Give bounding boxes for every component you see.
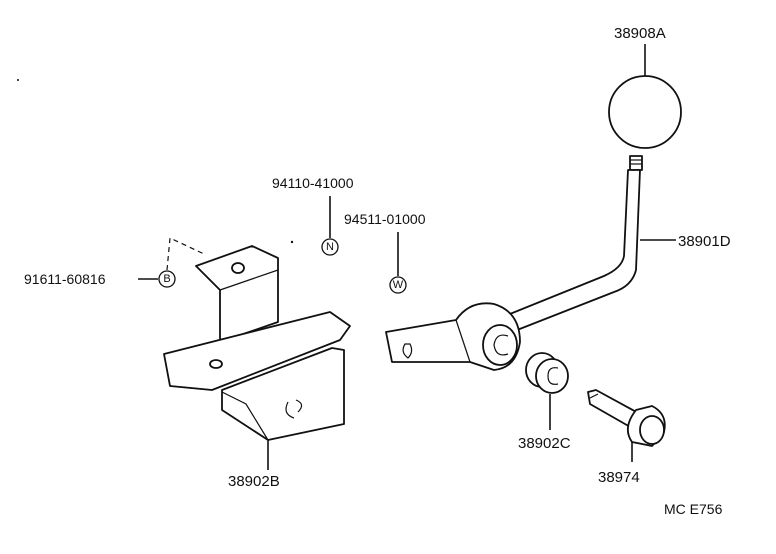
bolt-badge: B	[158, 270, 176, 288]
shift-lever	[385, 155, 643, 371]
label-bolt: 38974	[598, 469, 640, 486]
label-washer-part: 94511-01000	[344, 211, 426, 227]
dashed-indicator	[166, 237, 205, 271]
washer-badge: W	[389, 276, 407, 294]
speck	[17, 79, 19, 81]
label-bracket: 38902B	[228, 473, 280, 490]
nut-badge-letter: N	[326, 241, 334, 253]
washer-badge-letter: W	[393, 279, 404, 291]
bracket	[163, 245, 351, 441]
drawing-code: MC E756	[664, 501, 723, 517]
bolt-badge-letter: B	[163, 273, 170, 285]
nut-badge: N	[321, 238, 339, 256]
shoulder-bolt	[587, 389, 666, 447]
label-knob: 38908A	[614, 25, 666, 42]
bushing	[525, 352, 569, 394]
shift-knob	[608, 44, 682, 149]
label-nut-part: 94110-41000	[272, 175, 354, 191]
speck	[290, 240, 294, 244]
label-bushing: 38902C	[518, 435, 571, 452]
label-bolt-part: 91611-60816	[24, 271, 106, 287]
label-lever: 38901D	[678, 233, 731, 250]
